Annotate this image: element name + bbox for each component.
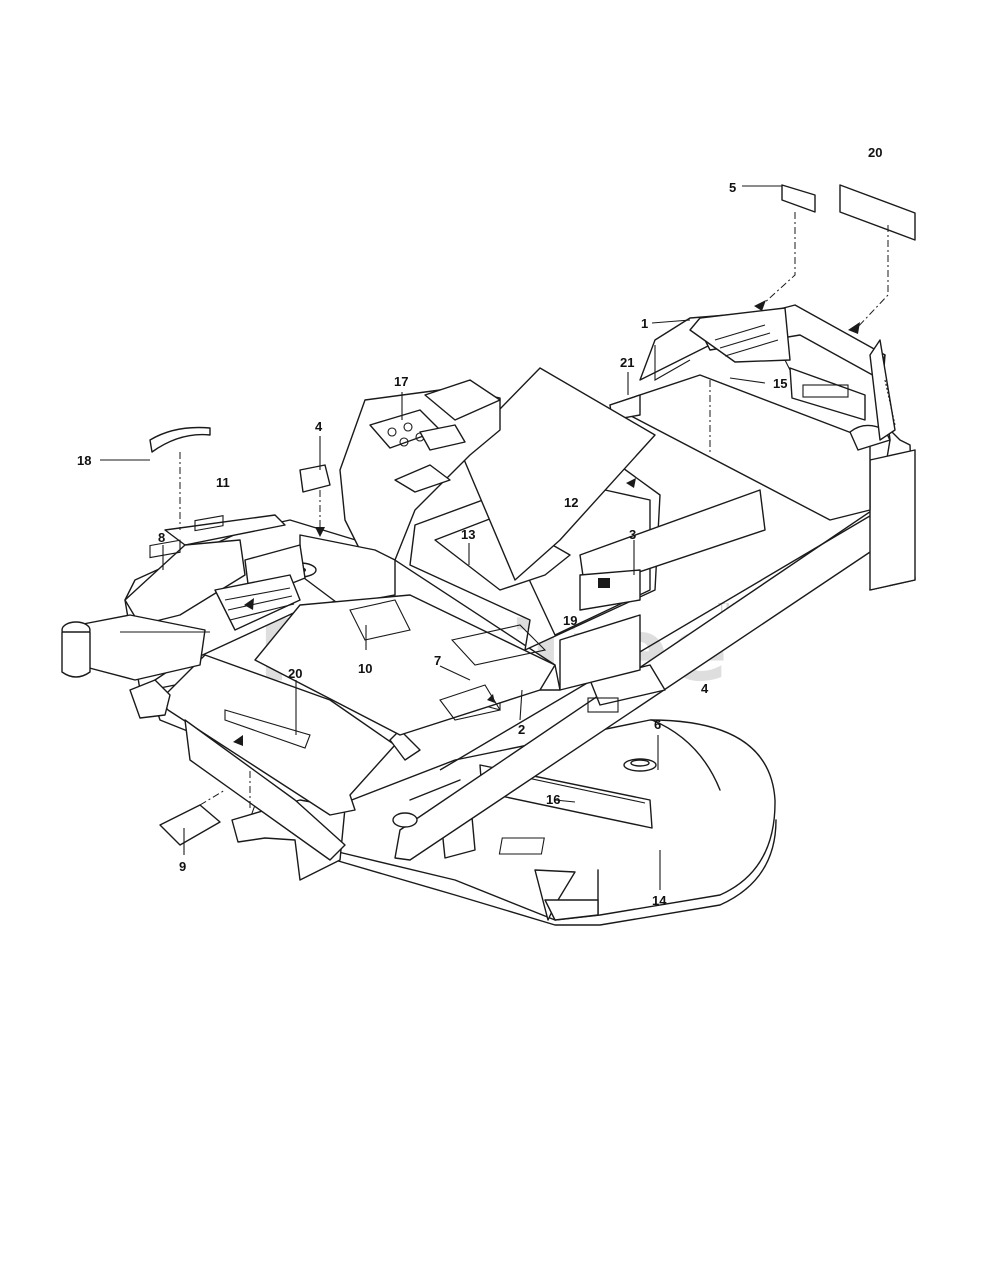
callout-10: 10 (358, 661, 372, 676)
callout-7: 7 (434, 653, 441, 668)
callout-9: 9 (179, 859, 186, 874)
control-tower (244, 379, 501, 606)
center-panel (409, 367, 766, 711)
decals (149, 184, 916, 846)
callout-5: 5 (729, 180, 736, 195)
callout-4-right: 4 (701, 681, 709, 696)
callout-21: 21 (620, 355, 634, 370)
left-step-plate (159, 654, 421, 861)
callout-11: 11 (216, 475, 230, 490)
leader-lines (100, 185, 782, 890)
callout-16: 16 (546, 792, 560, 807)
left-fender (124, 514, 301, 631)
callout-19: 19 (563, 613, 577, 628)
callout-1: 1 (641, 316, 648, 331)
callouts: 20 5 1 21 15 17 4 18 11 12 8 13 3 19 10 … (77, 145, 882, 908)
callout-4-left: 4 (315, 419, 323, 434)
callout-8: 8 (158, 530, 165, 545)
callout-6: 6 (654, 717, 661, 732)
assembly-lines (179, 212, 889, 808)
callout-12: 12 (564, 495, 578, 510)
callout-14: 14 (652, 893, 667, 908)
callout-17: 17 (394, 374, 408, 389)
callout-2: 2 (518, 722, 525, 737)
callout-20-top: 20 (868, 145, 882, 160)
callout-18: 18 (77, 453, 91, 468)
callout-20-bottom: 20 (288, 666, 302, 681)
floor-panels (254, 594, 556, 736)
front-axle (61, 614, 206, 719)
callout-13: 13 (461, 527, 475, 542)
callout-15: 15 (773, 376, 787, 391)
seat-pan (689, 304, 896, 441)
callout-3: 3 (629, 527, 636, 542)
